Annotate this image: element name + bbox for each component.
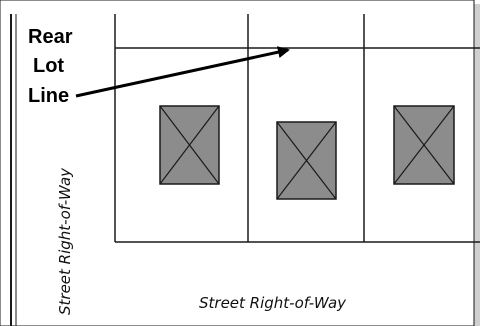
lot-label: Lot <box>33 55 64 77</box>
building-3 <box>393 105 455 185</box>
building-1 <box>159 105 220 185</box>
rear-label: Rear <box>28 26 73 48</box>
rear-lot-line-arrow <box>75 46 290 98</box>
street-right-of-way-vertical: Street Right-of-Way <box>56 167 74 315</box>
line-label: Line <box>28 85 69 107</box>
building-2 <box>276 121 337 200</box>
street-right-of-way-horizontal: Street Right-of-Way <box>199 294 347 312</box>
